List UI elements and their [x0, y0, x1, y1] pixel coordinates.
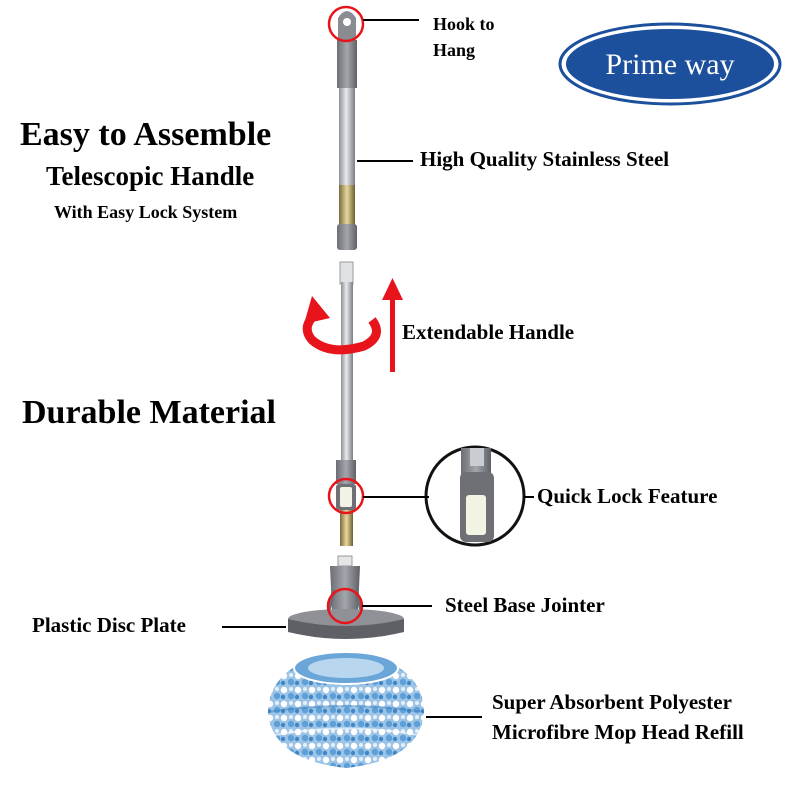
easy-lock-subheading: With Easy Lock System [54, 202, 238, 222]
disc-leader-line [222, 626, 286, 628]
connector-collar [337, 555, 353, 567]
disc-plate-label: Plastic Disc Plate [32, 613, 186, 637]
telescopic-heading: Telescopic Handle [46, 161, 255, 191]
mop-label-line2: Microfibre Mop Head Refill [492, 720, 744, 744]
lock-leader-line-right [524, 496, 534, 498]
lock-leader-line [363, 496, 429, 498]
rotate-arrow-icon [302, 296, 381, 355]
upper-steel-tube [339, 88, 355, 208]
hook-label-line2: Hang [433, 40, 476, 60]
lower-gold-tube [340, 510, 353, 546]
middle-steel-tube [341, 282, 353, 462]
jointer-label: Steel Base Jointer [445, 593, 605, 617]
lock-clip-tab [340, 487, 352, 507]
primeway-logo: Prime way [558, 22, 782, 106]
durable-heading: Durable Material [22, 394, 276, 431]
disc-plate-top [288, 609, 404, 629]
assemble-heading: Easy to Assemble [20, 116, 272, 153]
hook-part [337, 11, 357, 88]
logo-text: Prime way [605, 48, 734, 81]
quick-lock-label: Quick Lock Feature [537, 484, 718, 508]
disc-plate-rim [288, 619, 404, 639]
steel-leader-line [357, 160, 413, 162]
extendable-label: Extendable Handle [402, 320, 575, 344]
hook-label-line1: Hook to [433, 14, 495, 34]
quick-lock-zoom-inset [424, 445, 526, 547]
mop-label-line1: Super Absorbent Polyester [492, 690, 732, 714]
mop-leader-line [426, 716, 482, 718]
steel-label: High Quality Stainless Steel [420, 147, 670, 171]
mop-head [267, 651, 425, 768]
hook-leader-line [363, 19, 419, 21]
extend-up-arrow-icon [382, 278, 403, 372]
jointer-leader-line [362, 605, 432, 607]
upper-tube-cap [337, 224, 357, 250]
hook-highlight-circle [327, 5, 365, 43]
upper-gold-tube [339, 185, 355, 225]
middle-tube-collar [339, 261, 354, 285]
middle-tube-joint [336, 460, 356, 484]
